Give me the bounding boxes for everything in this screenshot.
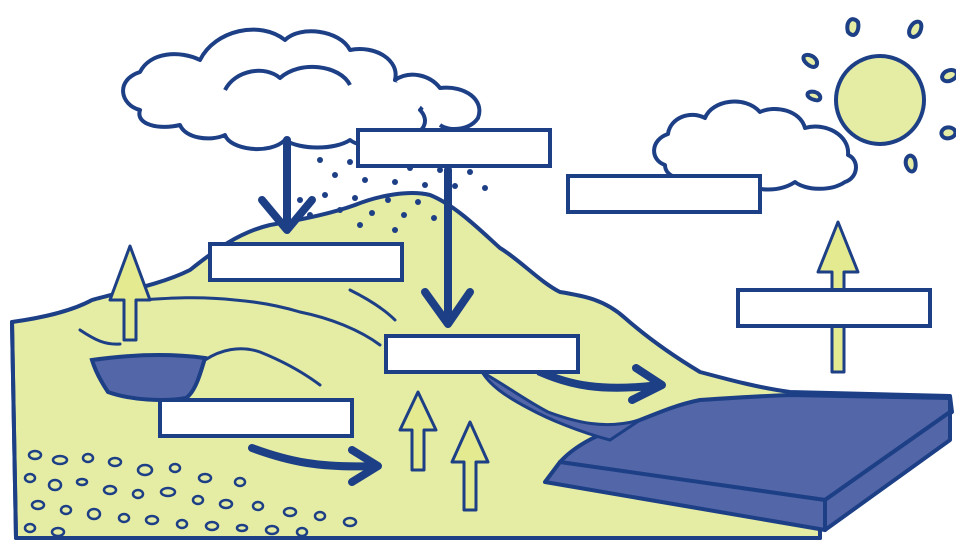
label-box-4[interactable]: [736, 288, 932, 328]
precipitation-arrow-left: [262, 140, 312, 230]
label-box-2[interactable]: [566, 174, 762, 214]
sun-disk: [836, 56, 924, 144]
label-box-5[interactable]: [384, 334, 580, 374]
label-box-3[interactable]: [208, 242, 404, 282]
pond: [92, 355, 205, 400]
label-box-1[interactable]: [356, 128, 552, 168]
label-box-6[interactable]: [158, 398, 354, 438]
